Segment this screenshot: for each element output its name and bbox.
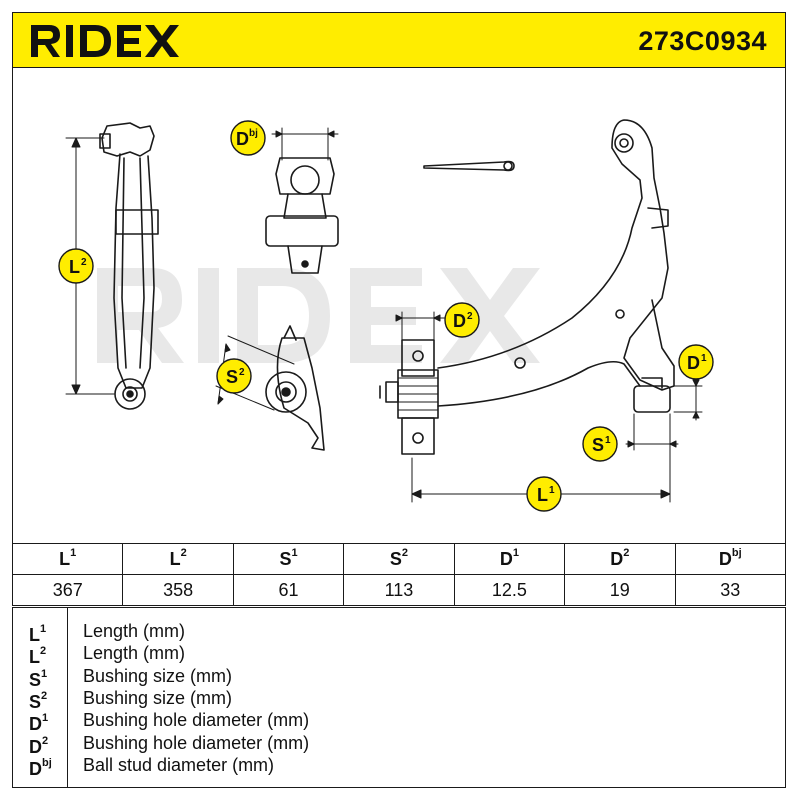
- control-arm-top-view: [379, 119, 703, 503]
- col-header-dbj: Dbj: [674, 543, 787, 575]
- technical-drawing: L 2 D bj S 2 D 2 D 1 S 1 L: [58, 119, 714, 512]
- legend-symbol: Dbj: [29, 757, 52, 779]
- dimensions-value-row: 367 358 61 113 12.5 19 33: [11, 574, 787, 606]
- legend-symbol: S1: [29, 668, 48, 690]
- legend-symbol: D1: [29, 712, 49, 734]
- legend-divider: [67, 608, 68, 787]
- value-d2: 19: [564, 574, 676, 606]
- cotter-pin: [423, 160, 515, 172]
- callout-s1: S 1: [582, 426, 618, 462]
- legend-symbol: S2: [29, 690, 48, 712]
- col-header-l1: L1: [11, 543, 124, 575]
- value-l1: 367: [11, 574, 124, 606]
- drawing-frame: [12, 68, 786, 544]
- col-header-s1: S1: [232, 543, 345, 575]
- col-header-l2: L2: [122, 543, 234, 575]
- value-l2: 358: [122, 574, 234, 606]
- legend-row-dbj: Dbj Ball stud diameter (mm): [13, 754, 785, 779]
- callout-l1-label: L: [537, 485, 548, 505]
- callout-d1-sup: 1: [701, 353, 707, 364]
- watermark-logo: [97, 268, 540, 363]
- legend-box: L1 Length (mm) L2 Length (mm) S1 Bushing…: [12, 607, 786, 788]
- callout-l1: L 1: [526, 476, 562, 512]
- callout-d2-sup: 2: [467, 311, 473, 322]
- value-d1: 12.5: [453, 574, 566, 606]
- col-header-d2: D2: [564, 543, 676, 575]
- callout-l2-label: L: [69, 257, 80, 277]
- legend-text: Bushing hole diameter (mm): [83, 710, 310, 730]
- value-s2: 113: [343, 574, 455, 606]
- value-dbj: 33: [674, 574, 787, 606]
- callout-d1: D 1: [678, 344, 714, 380]
- legend-symbol: L2: [29, 645, 47, 667]
- legend-symbol: D2: [29, 735, 49, 757]
- legend-row-d2: D2 Bushing hole diameter (mm): [13, 732, 785, 757]
- legend-row-l2: L2 Length (mm): [13, 642, 785, 667]
- side-view-arm: [65, 122, 159, 410]
- part-number: 273C0934: [638, 26, 767, 56]
- callout-s1-label: S: [592, 435, 604, 455]
- value-s1: 61: [232, 574, 345, 606]
- legend-text: Bushing size (mm): [83, 666, 233, 686]
- brand-logo: RIDEX: [31, 25, 179, 57]
- legend-row-s2: S2 Bushing size (mm): [13, 687, 785, 712]
- legend-symbol: L1: [29, 623, 47, 645]
- ball-joint-view: [265, 127, 339, 274]
- callout-s1-sup: 1: [605, 435, 611, 446]
- col-header-s2: S2: [343, 543, 455, 575]
- bushing-s2-view: [215, 325, 325, 451]
- callout-dbj-label: D: [236, 129, 249, 149]
- legend-row-d1: D1 Bushing hole diameter (mm): [13, 709, 785, 734]
- callout-l2: L 2: [58, 248, 94, 284]
- callout-d2: D 2: [444, 302, 480, 338]
- legend-text: Bushing hole diameter (mm): [83, 733, 310, 753]
- callout-dbj: D bj: [230, 120, 266, 156]
- legend-text: Ball stud diameter (mm): [83, 755, 275, 775]
- legend-row-l1: L1 Length (mm): [13, 620, 785, 645]
- callout-dbj-sup: bj: [249, 128, 258, 139]
- callout-d2-label: D: [453, 311, 466, 331]
- callout-d1-label: D: [687, 353, 700, 373]
- legend-text: Length (mm): [83, 643, 186, 663]
- callout-l1-sup: 1: [549, 485, 555, 496]
- callout-s2: S 2: [216, 358, 252, 394]
- callout-s2-label: S: [226, 367, 238, 387]
- legend-text: Bushing size (mm): [83, 688, 233, 708]
- dimensions-table: L1 L2 S1 S2 D1 D2 Dbj 367 358 61 113 12.…: [11, 543, 787, 606]
- callout-l2-sup: 2: [81, 257, 87, 268]
- callout-s2-sup: 2: [239, 367, 245, 378]
- legend-text: Length (mm): [83, 621, 186, 641]
- col-header-d1: D1: [453, 543, 566, 575]
- dimensions-header-row: L1 L2 S1 S2 D1 D2 Dbj: [11, 543, 787, 575]
- legend-row-s1: S1 Bushing size (mm): [13, 665, 785, 690]
- header-bar: RIDEX 273C0934: [12, 12, 786, 68]
